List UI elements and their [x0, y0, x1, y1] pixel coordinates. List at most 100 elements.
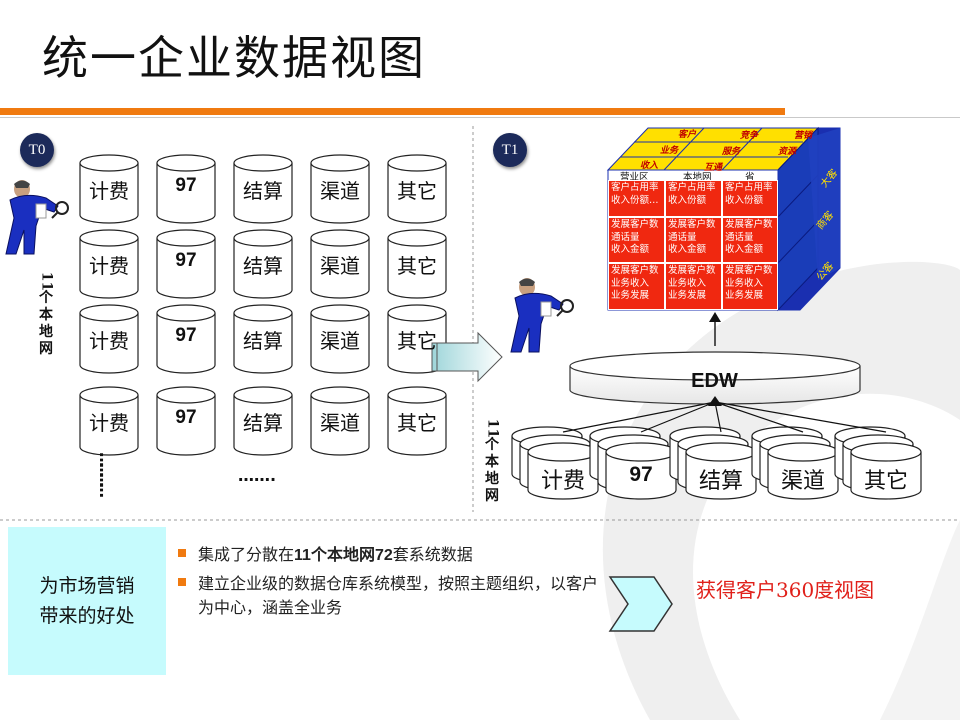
db-arrow-head — [708, 396, 722, 406]
bullet-bold-text: 套系统数据 — [392, 545, 473, 564]
vlabel-char: 网 — [485, 488, 499, 504]
database-label: 结算 — [243, 179, 283, 203]
database-label: 渠道 — [320, 254, 360, 278]
page-title: 统一企业数据视图 — [42, 31, 426, 85]
cube-cell: 发展客户数 通话量 收入金额 — [722, 217, 778, 263]
cube-cell: 发展客户数 业务收入 业务发展 — [722, 263, 778, 310]
database-label: 计费 — [89, 254, 129, 278]
database-cylinder-icon — [233, 386, 293, 456]
chevron-arrow-icon — [608, 576, 673, 632]
stacked-database-label: 结算 — [698, 469, 743, 494]
database-cylinder-icon — [310, 154, 370, 224]
cube-band-front-2: 互通 — [704, 163, 723, 173]
database-cylinder-icon — [79, 304, 139, 374]
bullet-bold-number: 11 — [294, 547, 311, 564]
t1-badge: T1 — [493, 133, 527, 167]
cube-col-header-3: 省 — [745, 172, 755, 183]
database-cylinder-icon — [850, 442, 922, 500]
cube-cell: 发展客户数 业务收入 业务发展 — [608, 263, 665, 310]
cube-cell: 发展客户数 通话量 收入金额 — [665, 217, 722, 263]
benefit-bullet: 建立企业级的数据仓库系统模型，按照主题组织，以客户为中心，涵盖全业务 — [176, 572, 598, 620]
db-arrow-line — [640, 401, 716, 433]
db-arrow-line — [714, 401, 722, 433]
t0-local-network-label: 11 个 本 地 网 — [35, 271, 57, 358]
analyst-figure-left — [5, 180, 69, 255]
bullet-square-icon — [178, 549, 186, 557]
cube-cell: 客户占用率 收入份额 — [665, 180, 722, 217]
database-label: 计费 — [89, 329, 129, 353]
cube-cell: 客户占用率 收入份额 — [722, 180, 778, 217]
vlabel-char: 个 — [39, 290, 53, 306]
vlabel-char: 11 — [38, 271, 55, 292]
vlabel-char: 网 — [39, 341, 53, 357]
stacked-database-label: 计费 — [540, 469, 585, 494]
database-label: 结算 — [243, 411, 283, 435]
database-cylinder-icon — [310, 229, 370, 299]
vlabel-char: 个 — [485, 437, 499, 453]
cube-cell: 客户占用率 收入份额… — [608, 180, 665, 217]
database-cylinder-icon — [156, 386, 216, 456]
bullet-square-icon — [178, 578, 186, 586]
database-cylinder-icon — [387, 386, 447, 456]
edw-to-cube-arrow — [709, 312, 721, 346]
t1-local-network-label: 11 个 本 地 网 — [481, 419, 503, 505]
database-label: 97 — [175, 250, 197, 271]
database-cylinder-icon — [527, 442, 599, 500]
dot-glyph: … — [96, 462, 115, 478]
result-text: 获得客户360度视图 — [696, 578, 875, 602]
cube-band-back-2: 竞争 — [740, 131, 759, 141]
db-to-edw-arrows — [562, 396, 887, 433]
cube-band-front-1: 收入 — [640, 161, 659, 171]
cube-col-header-2: 本地网 — [683, 172, 712, 183]
database-label: 计费 — [89, 179, 129, 203]
cube-band-back-1: 客户 — [678, 130, 697, 140]
edw-cylinder — [569, 351, 861, 405]
benefit-box-line2: 带来的好处 — [39, 605, 135, 627]
t0-database-grid — [79, 154, 447, 456]
title-underline — [0, 108, 785, 115]
bullet-bold-text: 个本地网 — [310, 545, 375, 564]
bullet-text: 建立企业级的数据仓库系统模型，按照主题组织，以客户为中心，涵盖全业务 — [198, 574, 599, 617]
vlabel-char: 本 — [485, 454, 499, 470]
database-label: 计费 — [89, 411, 129, 435]
edw-label: EDW — [691, 370, 738, 392]
database-cylinder-icon — [233, 229, 293, 299]
db-arrow-line — [562, 401, 716, 433]
stacked-database-label: 其它 — [863, 469, 908, 494]
cube-cell: 发展客户数 业务收入 业务发展 — [665, 263, 722, 310]
database-cylinder-icon — [685, 442, 757, 500]
db-arrow-line — [714, 401, 887, 433]
bullet-text: 集成了分散在 — [198, 545, 295, 564]
vlabel-char: 本 — [39, 307, 53, 323]
cube-col-header-1: 营业区 — [620, 172, 649, 183]
stacked-database-label: 渠道 — [780, 469, 825, 494]
database-label: 其它 — [397, 411, 437, 435]
database-cylinder-icon — [387, 154, 447, 224]
benefit-bullets: 集成了分散在11个本地网72套系统数据 建立企业级的数据仓库系统模型，按照主题组… — [176, 543, 598, 624]
more-systems-dots: ……. — [238, 466, 277, 485]
database-label: 结算 — [243, 329, 283, 353]
database-cylinder-icon — [605, 442, 677, 500]
database-label: 结算 — [243, 254, 283, 278]
database-cylinder-icon — [233, 154, 293, 224]
benefit-bullet: 集成了分散在11个本地网72套系统数据 — [176, 543, 596, 568]
dot-glyph: … — [96, 452, 115, 468]
database-label: 渠道 — [320, 411, 360, 435]
database-label: 渠道 — [320, 179, 360, 203]
cube-band-back-3: 营销 — [794, 131, 813, 141]
benefit-box: 为市场营销 带来的好处 — [8, 527, 166, 675]
stacked-database-label: 97 — [629, 463, 653, 486]
cube-band-mid-1: 业务 — [660, 146, 679, 156]
database-label: 渠道 — [320, 329, 360, 353]
database-cylinder-icon — [156, 154, 216, 224]
database-label: 97 — [175, 407, 197, 428]
bullet-bold-number: 72 — [374, 547, 393, 564]
database-cylinder-icon — [79, 229, 139, 299]
benefit-box-line1: 为市场营销 — [39, 575, 135, 597]
database-cylinder-icon — [79, 154, 139, 224]
cube-band-mid-3: 资源 — [778, 147, 797, 157]
database-cylinder-icon — [233, 304, 293, 374]
database-cylinder-icon — [79, 386, 139, 456]
